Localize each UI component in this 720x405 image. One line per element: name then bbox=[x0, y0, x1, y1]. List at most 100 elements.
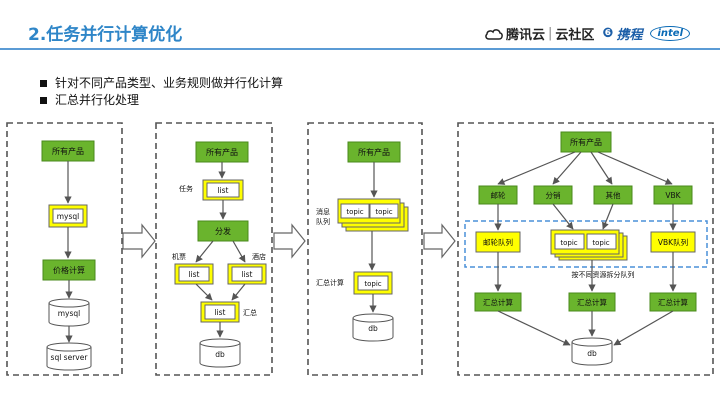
flow-arrow bbox=[590, 151, 613, 185]
hotel-label: 酒店 bbox=[252, 252, 266, 261]
node-label: list bbox=[214, 308, 225, 317]
mysql-inner-box bbox=[52, 208, 84, 224]
node-label: mysql bbox=[57, 212, 80, 221]
flow-arrow bbox=[552, 151, 582, 185]
flow-arrow bbox=[552, 203, 574, 230]
partner-logos: 腾讯云 | 云社区 ❻ 携程 intel bbox=[485, 24, 690, 43]
node-label: 其他 bbox=[606, 190, 621, 200]
bullet-list: 针对不同产品类型、业务规则做并行化计算 汇总并行化处理 bbox=[40, 75, 283, 109]
node-label: topic bbox=[560, 239, 577, 247]
community-logo-text: 云社区 bbox=[555, 28, 595, 43]
list-inner-box bbox=[178, 266, 210, 282]
node-label: 汇总计算 bbox=[658, 297, 688, 307]
ctrip-mark-icon: ❻ bbox=[602, 26, 614, 41]
topic-box bbox=[369, 203, 399, 219]
ctrip-logo: ❻ 携程 bbox=[602, 24, 642, 43]
mq-label: 消息 bbox=[316, 207, 330, 216]
task-label: 任务 bbox=[179, 184, 193, 193]
summary-label: 汇总 bbox=[243, 308, 257, 317]
db-label: db bbox=[587, 349, 597, 358]
flow-arrow bbox=[613, 310, 674, 346]
all-products-node bbox=[560, 131, 612, 153]
node-label: 邮轮 bbox=[491, 190, 506, 200]
summary-calc-label: 汇总计算 bbox=[316, 278, 344, 287]
node-label: 分发 bbox=[215, 226, 231, 236]
diagram-3: 所有产品 消息 队列 topic topic 汇总计算 topic db bbox=[307, 122, 423, 376]
node-label: list bbox=[188, 270, 199, 279]
flow-arrow bbox=[497, 310, 571, 346]
transition-arrow-icon bbox=[273, 223, 306, 259]
node-label: topic bbox=[346, 208, 363, 216]
flow-arrow bbox=[497, 151, 576, 185]
node-label: VBK bbox=[665, 191, 681, 200]
flow-arrow bbox=[195, 283, 213, 301]
topic-box bbox=[357, 275, 389, 291]
bullet-text: 汇总并行化处理 bbox=[55, 93, 140, 107]
intel-logo: intel bbox=[650, 26, 690, 41]
queue-split-group bbox=[464, 220, 708, 268]
flow-arrow bbox=[232, 240, 246, 263]
tencent-logo-text: 腾讯云 bbox=[506, 28, 546, 43]
node-label: topic bbox=[375, 208, 392, 216]
node-label: 汇总计算 bbox=[577, 297, 607, 307]
cloud-icon bbox=[485, 28, 503, 40]
node-label: topic bbox=[592, 239, 609, 247]
flow-arrow bbox=[195, 240, 214, 263]
node-label: VBK队列 bbox=[658, 237, 688, 247]
flight-label: 机票 bbox=[172, 252, 186, 261]
db-label: sql server bbox=[51, 353, 89, 362]
db-label: mysql bbox=[58, 309, 81, 318]
page-title: 2.任务并行计算优化 bbox=[28, 25, 183, 45]
list-inner-box bbox=[231, 266, 263, 282]
list-inner-box bbox=[204, 304, 236, 320]
intel-logo-text: intel bbox=[650, 26, 690, 41]
list-inner-box bbox=[206, 182, 240, 198]
node-label: 汇总计算 bbox=[483, 297, 513, 307]
tencent-cloud-logo: 腾讯云 | 云社区 bbox=[485, 24, 594, 43]
bullet-item: 汇总并行化处理 bbox=[40, 92, 283, 109]
split-queue-label: 按不同资源拆分队列 bbox=[572, 270, 635, 279]
diagram-frame bbox=[457, 122, 714, 376]
diagram-frame bbox=[155, 122, 273, 376]
bullet-item: 针对不同产品类型、业务规则做并行化计算 bbox=[40, 75, 283, 92]
db-label: db bbox=[368, 324, 378, 333]
node-label: list bbox=[241, 270, 252, 279]
sqlserver-database-icon bbox=[46, 342, 92, 371]
transition-arrow-icon bbox=[122, 223, 156, 259]
square-bullet-icon bbox=[40, 97, 47, 104]
mysql-database-icon bbox=[48, 298, 90, 327]
ctrip-logo-text: 携程 bbox=[616, 28, 643, 43]
node-label: 邮轮队列 bbox=[483, 237, 513, 247]
node-label: topic bbox=[364, 280, 381, 288]
db-database-icon bbox=[571, 337, 613, 366]
diagram-1: 所有产品 mysql 价格计算 mysql sql server bbox=[6, 122, 123, 376]
distribute-node bbox=[197, 220, 249, 242]
square-bullet-icon bbox=[40, 80, 47, 87]
title-underline bbox=[0, 48, 720, 50]
node-label: 所有产品 bbox=[570, 137, 602, 147]
topic-box bbox=[554, 233, 585, 250]
mq-label: 队列 bbox=[316, 217, 330, 226]
topic-box bbox=[340, 203, 370, 219]
db-label: db bbox=[215, 350, 225, 359]
diagram-frame bbox=[6, 122, 123, 376]
transition-arrow-icon bbox=[423, 223, 456, 259]
diagram-2: 所有产品 任务 list 分发 机票 酒店 list list list 汇总 … bbox=[155, 122, 273, 376]
flow-arrow bbox=[602, 203, 614, 230]
diagram-4: 所有产品 邮轮 分销 其他 VBK 邮轮队列 topic topic VBK队列… bbox=[457, 122, 714, 376]
topic-box bbox=[586, 233, 617, 250]
node-label: list bbox=[217, 186, 228, 195]
node-label: 所有产品 bbox=[206, 147, 238, 157]
node-label: 价格计算 bbox=[53, 265, 85, 275]
flow-arrow bbox=[597, 151, 673, 185]
bullet-text: 针对不同产品类型、业务规则做并行化计算 bbox=[55, 76, 284, 90]
diagram-frame bbox=[307, 122, 423, 376]
node-label: 所有产品 bbox=[52, 146, 84, 156]
node-label: 分销 bbox=[546, 190, 561, 200]
db-database-icon bbox=[199, 338, 241, 368]
node-label: 所有产品 bbox=[358, 147, 390, 157]
db-database-icon bbox=[352, 313, 394, 342]
logo-divider: | bbox=[548, 26, 553, 41]
flow-arrow bbox=[231, 283, 246, 301]
